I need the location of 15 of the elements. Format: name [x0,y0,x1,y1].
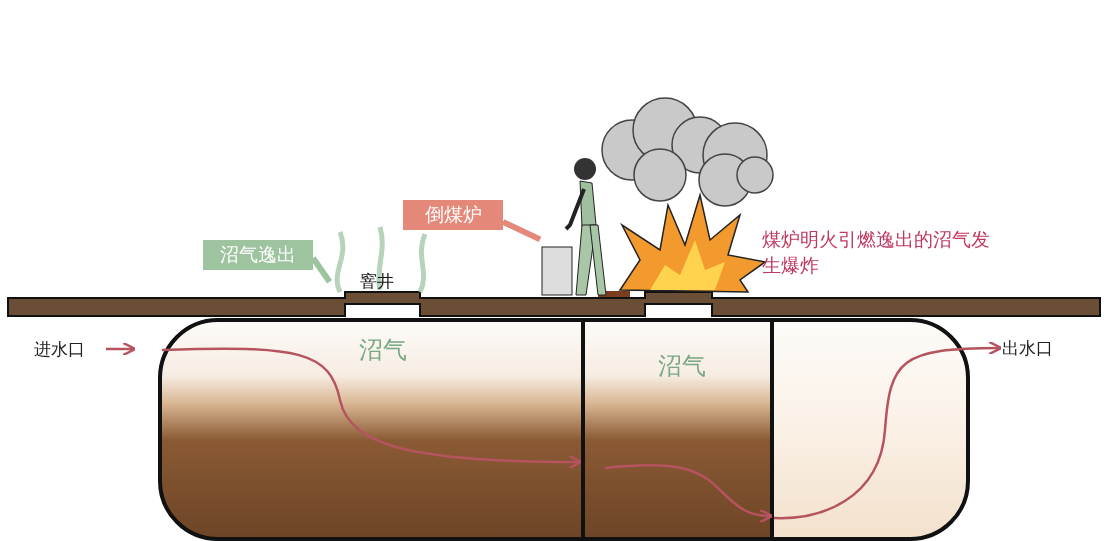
gas-label: 沼气 [359,335,407,366]
outlet-label: 出水口 [1002,337,1072,359]
flow-arrow [106,341,137,357]
manhole-label: 窨井 [360,270,394,293]
person-drawing [540,155,610,298]
explosion-note: 煤炉明火引燃逸出的沼气发生爆炸 [762,227,991,278]
flow-arrow [774,340,1003,520]
flow-arrow [604,464,774,524]
callout-box: 倒煤炉 [403,200,503,230]
leader-line [501,219,542,243]
leader-line [310,256,333,284]
inlet-label: 进水口 [34,338,104,360]
gas-label: 沼气 [658,351,706,382]
callout-box: 沼气逸出 [203,240,313,270]
flow-arrow [161,347,583,470]
